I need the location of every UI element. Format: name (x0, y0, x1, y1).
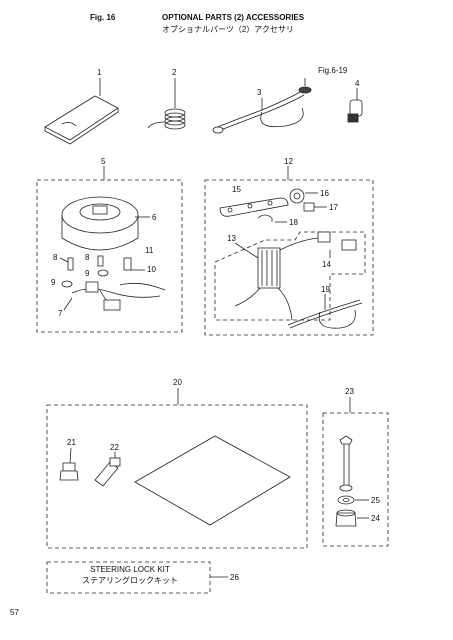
figure-reference: Fig.6-19 (318, 66, 348, 75)
group-box-20 (46, 404, 308, 549)
page-subtitle: オプショナルパーツ（2）アクセサリ (162, 25, 294, 34)
callout-12: 12 (284, 157, 293, 166)
steering-lock-kit-line2: ステアリングロックキット (82, 576, 178, 585)
group-box-26 (46, 561, 211, 594)
group-box-5 (36, 179, 183, 333)
callout-22: 22 (110, 443, 119, 452)
figure-label: Fig. 16 (90, 13, 116, 22)
callout-23: 23 (345, 387, 354, 396)
part-7-regulator-harness (63, 281, 166, 311)
callout-21: 21 (67, 438, 76, 447)
callout-7: 7 (58, 309, 63, 318)
callout-3: 3 (257, 88, 262, 97)
part-22-switch (94, 452, 121, 487)
callout-13: 13 (227, 234, 236, 243)
part-16-clamp (289, 188, 318, 204)
steering-lock-kit-label: STEERING LOCK KIT ステアリングロックキット (50, 564, 210, 586)
part-6-flywheel (61, 196, 150, 251)
part-3-harness (212, 78, 312, 134)
callout-17: 17 (329, 203, 338, 212)
callout-5: 5 (101, 157, 106, 166)
bolt-8a (67, 257, 74, 271)
group-box-13 (214, 231, 366, 321)
bolt-8b (97, 255, 104, 267)
part-25-washer (337, 495, 369, 505)
steering-lock-kit-line1: STEERING LOCK KIT (90, 565, 170, 574)
callout-8b: 8 (85, 253, 90, 262)
part-15-bracket (219, 197, 289, 217)
callout-24: 24 (371, 514, 380, 523)
washer-9a (61, 280, 73, 288)
callout-11: 11 (145, 246, 154, 255)
callout-9b: 9 (85, 269, 90, 278)
part-24-nut (335, 509, 369, 527)
part-18-clip (257, 214, 287, 223)
callout-9a: 9 (51, 278, 56, 287)
washer-9b (97, 269, 109, 277)
callout-19: 19 (321, 285, 330, 294)
page-title: OPTIONAL PARTS (2) ACCESSORIES (162, 13, 305, 22)
callout-6: 6 (152, 213, 157, 222)
part-14-connector (317, 231, 357, 258)
callout-20: 20 (173, 378, 182, 387)
callout-2: 2 (172, 68, 177, 77)
part-20-sheet (134, 435, 291, 526)
callout-10: 10 (147, 265, 156, 274)
callout-14: 14 (322, 260, 331, 269)
part-2-coil (147, 78, 186, 130)
callout-15: 15 (232, 185, 241, 194)
page-number: 57 (10, 608, 19, 617)
callout-26: 26 (230, 573, 239, 582)
part-17-connector (303, 202, 327, 212)
part-23-shaft (339, 435, 353, 492)
callout-8a: 8 (53, 253, 58, 262)
part-1-pad (44, 78, 119, 145)
part-13-regulator (234, 237, 319, 321)
group-box-12 (204, 179, 374, 336)
part-21-fitting (59, 447, 79, 481)
part-19-lead-wire (287, 294, 363, 329)
callout-1: 1 (97, 68, 102, 77)
group-box-23 (322, 412, 389, 547)
part-4-bulb (347, 88, 363, 123)
callout-25: 25 (371, 496, 380, 505)
callout-18: 18 (289, 218, 298, 227)
callout-4: 4 (355, 79, 360, 88)
callout-16: 16 (320, 189, 329, 198)
bolt-11 (123, 257, 132, 271)
